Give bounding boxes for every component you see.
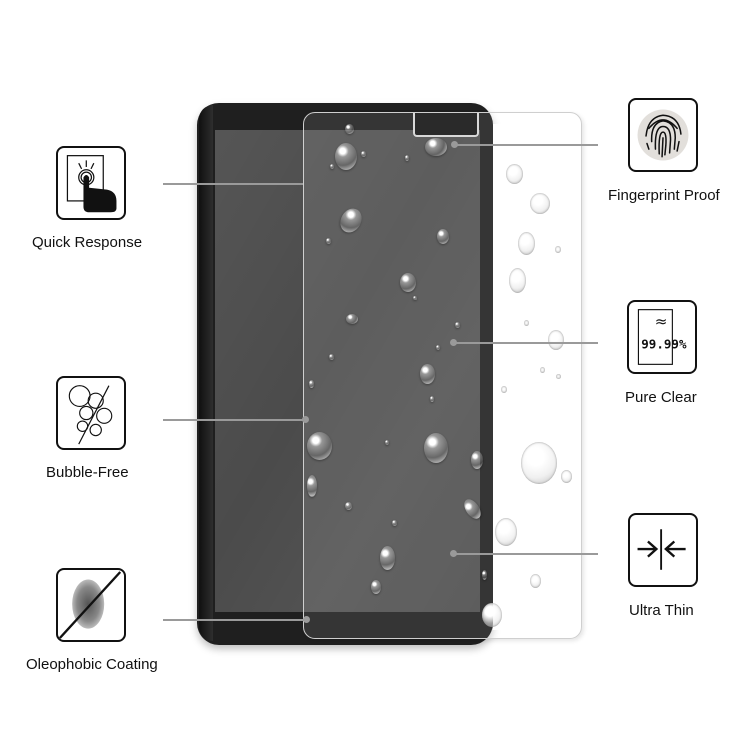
callout-dot-bubble-free (302, 416, 309, 423)
callout-dot-oleophobic-coating (303, 616, 310, 623)
tablet-edge (199, 105, 213, 641)
callout-line-quick-response (163, 183, 303, 185)
camera-cutout (413, 113, 479, 137)
touch-finger-icon (56, 146, 126, 220)
callout-line-pure-clear (454, 342, 598, 344)
callout-dot-pure-clear (450, 339, 457, 346)
bubbles-slash-icon (56, 376, 126, 450)
feature-label: Ultra Thin (629, 602, 694, 619)
feature-label: Quick Response (32, 234, 143, 251)
arrows-inward-icon (628, 513, 698, 587)
callout-line-bubble-free (163, 419, 305, 421)
feature-label: Bubble-Free (46, 464, 129, 481)
callout-line-ultra-thin (454, 553, 598, 555)
feature-label: Oleophobic Coating (26, 656, 158, 673)
feature-label: Pure Clear (625, 389, 697, 406)
callout-line-oleophobic-coating (163, 619, 306, 621)
fingerprint-icon (628, 98, 698, 172)
approx-symbol: ≈ (655, 313, 668, 331)
fingerprint-slash-icon (56, 568, 126, 642)
callout-line-fingerprint-proof (455, 144, 598, 146)
transparency-icon: ≈ 99.99% (627, 300, 697, 374)
feature-label: Fingerprint Proof (608, 187, 720, 204)
clarity-percentage: 99.99% (641, 337, 687, 351)
callout-dot-fingerprint-proof (451, 141, 458, 148)
glass-screen-protector (303, 112, 582, 639)
callout-dot-ultra-thin (450, 550, 457, 557)
